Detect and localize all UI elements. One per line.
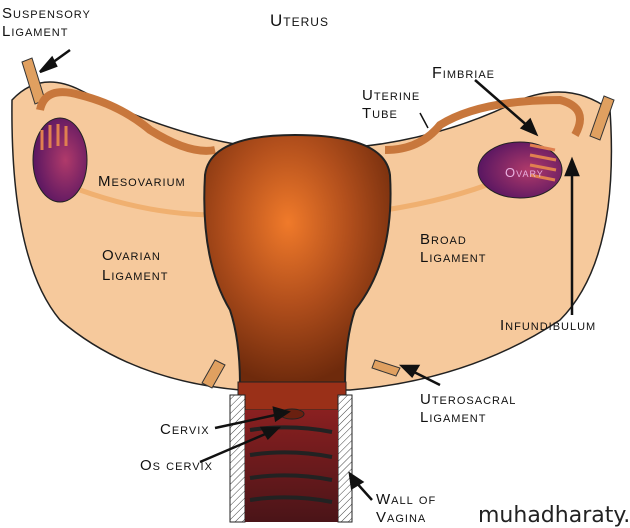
label-broad-ligament-2: Ligament bbox=[420, 249, 486, 266]
label-uterosacral-ligament-1: Uterosacral bbox=[420, 391, 516, 408]
pointer-arrows bbox=[39, 48, 580, 501]
uterine-tube-right bbox=[384, 95, 584, 154]
label-uterosacral-ligament-2: Ligament bbox=[420, 409, 486, 426]
label-ovarian-ligament-1: Ovarian bbox=[102, 247, 161, 264]
label-suspensory-ligament-1: Suspensory bbox=[2, 5, 91, 22]
uterus-body bbox=[203, 133, 392, 386]
title-uterus: Uterus bbox=[270, 11, 329, 30]
label-os-cervix: Os cervix bbox=[140, 457, 213, 474]
label-wall-of-vagina-1: Wall of bbox=[376, 491, 436, 508]
fimbriae-left bbox=[40, 124, 68, 150]
vagina-left-wall bbox=[229, 394, 246, 523]
label-cervix: Cervix bbox=[160, 421, 210, 438]
fimbriae-right bbox=[529, 143, 557, 182]
label-ovary: Ovary bbox=[505, 165, 544, 180]
label-fimbriae: Fimbriae bbox=[432, 65, 495, 82]
suspensory-ligament-right-shape bbox=[589, 95, 615, 141]
ovary-left bbox=[32, 117, 88, 203]
cervix-band bbox=[237, 381, 347, 411]
label-broad-ligament-1: Broad bbox=[420, 231, 467, 248]
label-uterine-tube-1: Uterine bbox=[362, 87, 420, 104]
watermark: muhadharaty.com bbox=[478, 503, 630, 528]
vagina-right-wall bbox=[337, 394, 353, 523]
ovarian-ligament-left bbox=[79, 187, 216, 218]
uterosacral-ligament-left-shape bbox=[201, 359, 226, 389]
uterosacral-ligament-right-shape bbox=[371, 359, 401, 377]
label-wall-of-vagina-2: Vagina bbox=[376, 509, 426, 526]
uterine-tube-left bbox=[36, 88, 216, 155]
label-infundibulum: Infundibulum bbox=[500, 317, 596, 334]
label-mesovarium: Mesovarium bbox=[98, 173, 186, 190]
uterine-tube-pointer bbox=[419, 112, 429, 129]
label-suspensory-ligament-2: Ligament bbox=[2, 23, 68, 40]
vaginal-rugae bbox=[249, 425, 333, 504]
label-uterine-tube-2: Tube bbox=[362, 105, 398, 122]
label-ovarian-ligament-2: Ligament bbox=[102, 267, 168, 284]
